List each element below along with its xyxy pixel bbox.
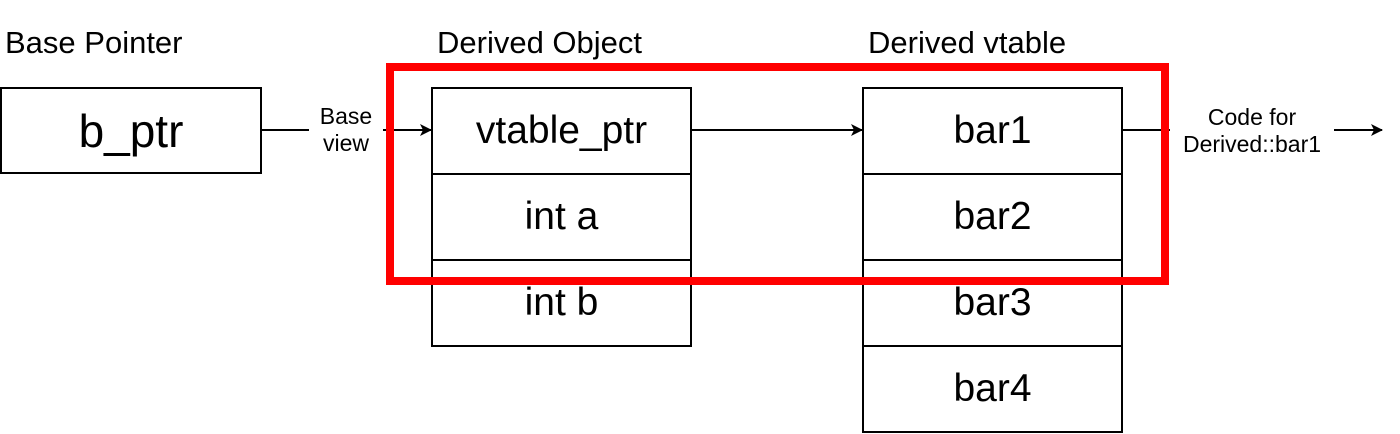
base-pointer-title: Base Pointer: [5, 25, 183, 60]
vtable-entry-bar2: bar2: [862, 173, 1123, 261]
derived-object-field-vtable-ptr: vtable_ptr: [431, 87, 692, 175]
highlight-box: [386, 63, 1169, 285]
derived-vtable-title: Derived vtable: [868, 25, 1067, 60]
vtable-entry-bar4: bar4: [862, 345, 1123, 433]
code-for-line-1: Code for: [1207, 104, 1297, 130]
b-ptr-box: b_ptr: [0, 87, 262, 174]
code-for-line-2: Derived::bar1: [1182, 131, 1322, 157]
base-view-line-1: Base: [319, 103, 373, 129]
derived-object-field-int-a: int a: [431, 173, 692, 261]
code-for-label: Code for Derived::bar1: [1170, 104, 1334, 158]
derived-object-title: Derived Object: [437, 25, 643, 60]
base-view-label: Base view: [309, 103, 383, 157]
derived-object-field-int-b: int b: [431, 259, 692, 347]
base-view-line-2: view: [322, 130, 369, 156]
vtable-entry-bar3: bar3: [862, 259, 1123, 347]
b-ptr-label: b_ptr: [78, 104, 184, 157]
